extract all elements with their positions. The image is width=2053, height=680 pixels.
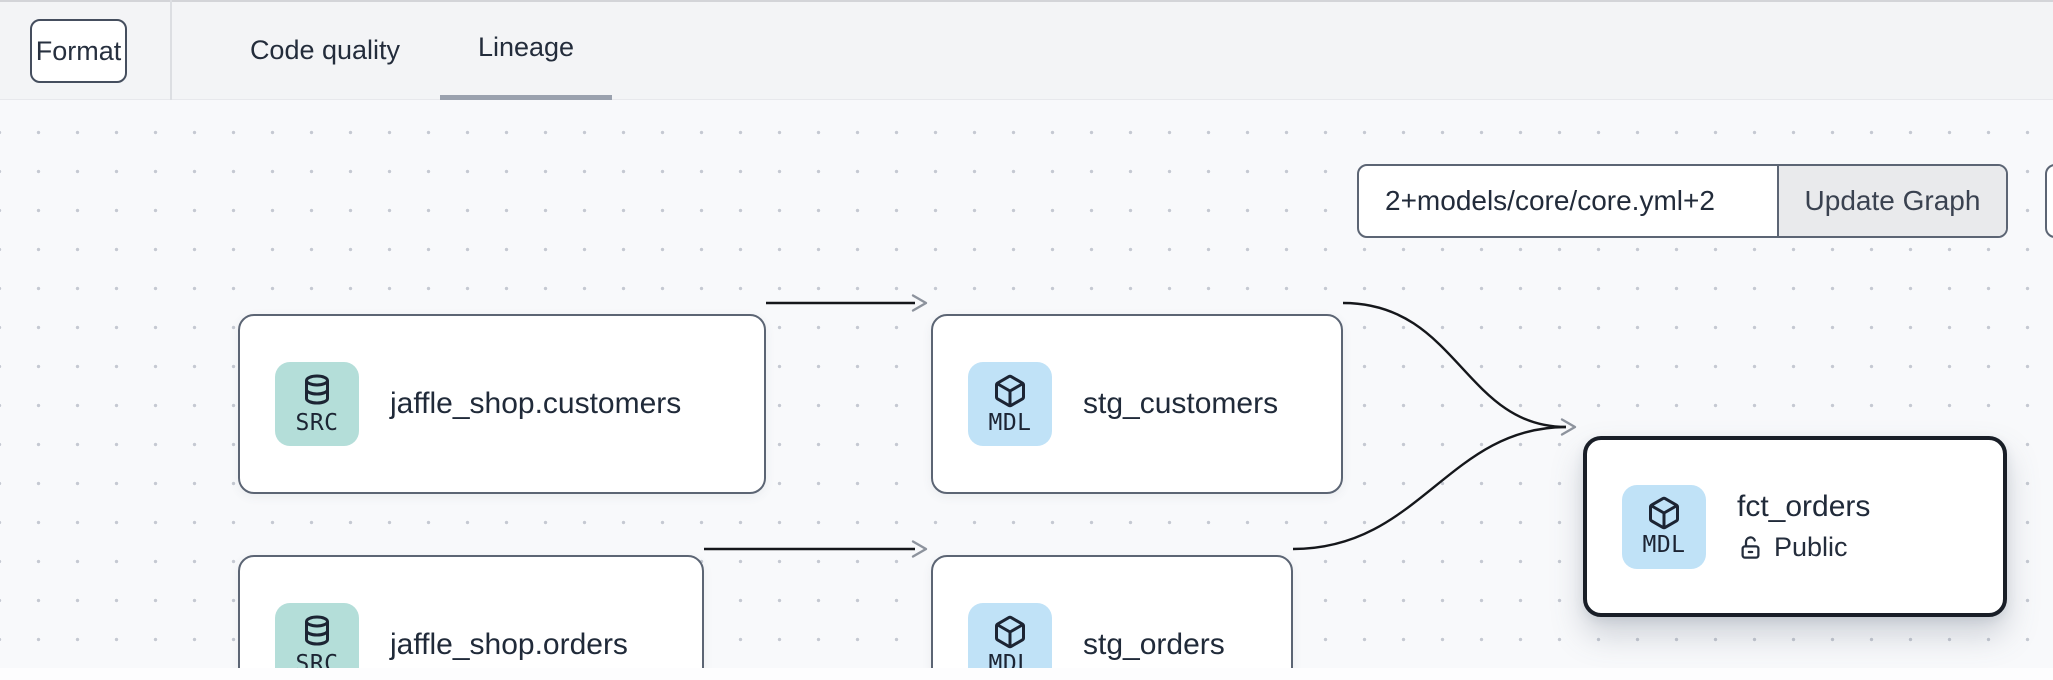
edge-stg-customers-to-fct-orders — [1342, 301, 1567, 429]
format-button[interactable]: Format — [30, 19, 127, 83]
source-badge: SRC — [275, 603, 359, 680]
arrowhead-icon — [1560, 418, 1577, 436]
database-icon — [305, 615, 329, 646]
node-label: fct_orders — [1737, 490, 1871, 523]
access-label: Public — [1774, 532, 1848, 562]
edge-stg-orders-to-fct-orders — [1292, 425, 1567, 551]
bottom-strip — [0, 668, 2053, 680]
node-stg-orders[interactable]: MDL stg_orders — [931, 555, 1293, 680]
tab-lineage[interactable]: Lineage — [440, 0, 612, 100]
cube-icon — [994, 615, 1026, 648]
edge-layer — [704, 294, 1577, 558]
node-fct-orders[interactable]: MDL fct_orders Public — [1583, 436, 2007, 617]
top-toolbar: Format Code quality Lineage — [0, 0, 2053, 100]
model-badge: MDL — [968, 362, 1052, 446]
graph-controls: Update Graph — [1357, 164, 2008, 238]
node-label: jaffle_shop.customers — [390, 387, 682, 420]
badge-label: MDL — [1642, 532, 1686, 558]
cube-icon — [1648, 496, 1680, 530]
unlock-icon — [1741, 536, 1760, 559]
arrowhead-icon — [911, 294, 928, 312]
node-label: stg_customers — [1083, 387, 1279, 420]
node-label: jaffle_shop.orders — [390, 628, 628, 661]
badge-label: MDL — [988, 409, 1032, 436]
tab-code-quality[interactable]: Code quality — [207, 0, 443, 100]
arrowhead-icon — [911, 540, 928, 558]
tab-lineage-label: Lineage — [477, 32, 575, 62]
access-row: Public — [1737, 532, 1870, 563]
database-icon — [305, 374, 329, 405]
node-jaffle-shop-orders[interactable]: SRC jaffle_shop.orders — [238, 555, 704, 680]
lineage-canvas[interactable]: SRC jaffle_shop.customers MDL stg_custom… — [0, 100, 2053, 680]
model-selector-input[interactable] — [1359, 166, 1777, 236]
tab-code-quality-label: Code quality — [249, 34, 401, 65]
source-badge: SRC — [275, 362, 359, 446]
node-stg-customers[interactable]: MDL stg_customers — [931, 314, 1343, 494]
badge-label: SRC — [295, 409, 339, 436]
cube-icon — [994, 374, 1026, 407]
clipped-control[interactable] — [2045, 164, 2053, 238]
node-jaffle-shop-customers[interactable]: SRC jaffle_shop.customers — [238, 314, 766, 494]
model-badge: MDL — [1622, 484, 1706, 569]
node-label: stg_orders — [1083, 628, 1225, 661]
toolbar-divider — [170, 0, 172, 100]
update-graph-button[interactable]: Update Graph — [1777, 166, 2006, 236]
